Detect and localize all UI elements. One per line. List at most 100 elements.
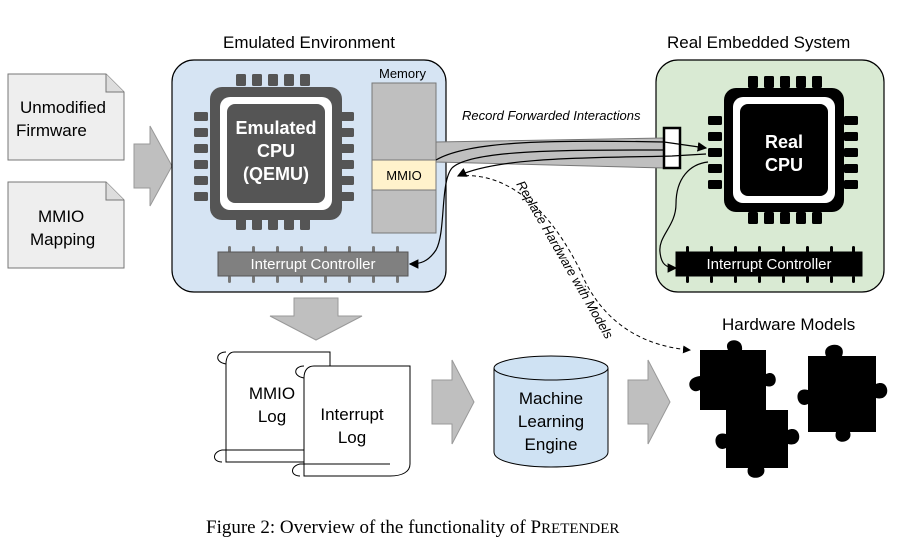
cpu-pin	[340, 128, 354, 137]
cpu-pin	[844, 148, 858, 157]
ic-pin	[228, 246, 231, 253]
caption-name-first: P	[531, 517, 542, 538]
mmio-mapping-document: MMIO Mapping	[7, 181, 125, 269]
cpu-pin	[780, 76, 790, 88]
puzzle-piece-right	[797, 344, 888, 442]
ic-pin	[758, 246, 761, 253]
ic-pin	[252, 276, 255, 283]
real-interrupt-controller: Interrupt Controller	[675, 246, 863, 283]
ic-pin	[276, 246, 279, 253]
interrupt-log-label-line1: Interrupt	[320, 405, 384, 424]
ic-pin	[324, 246, 327, 253]
mmio-log-label-line2: Log	[258, 407, 286, 426]
mapping-label-line1: MMIO	[38, 207, 84, 226]
ic-pin	[300, 276, 303, 283]
firmware-label-line1: Unmodified	[20, 98, 106, 117]
cpu-pin	[300, 218, 310, 230]
puzzle-piece-left	[689, 340, 776, 420]
ic-pin	[396, 246, 399, 253]
hardware-models-title: Hardware Models	[722, 315, 855, 334]
caption-name-rest: RETENDER	[541, 521, 619, 537]
real-cpu-label-line1: Real	[765, 132, 803, 152]
cpu-pin	[340, 112, 354, 121]
cpu-pin	[708, 116, 722, 125]
ic-pin	[710, 246, 713, 253]
cpu-pin	[748, 76, 758, 88]
engine-label-line3: Engine	[525, 435, 578, 454]
cpu-pin	[764, 212, 774, 224]
cpu-pin	[194, 160, 208, 169]
cpu-pin	[300, 74, 310, 86]
real-cpu-to-mmio-arrow	[456, 153, 707, 177]
real-cpu-label-line2: CPU	[765, 155, 803, 175]
engine-to-models-arrow	[627, 359, 671, 445]
engine-label-line2: Learning	[518, 412, 584, 431]
logs-to-engine-arrow	[431, 359, 475, 445]
figure-caption: Figure 2: Overview of the functionality …	[206, 517, 619, 538]
mmio-log-label-line1: MMIO	[249, 384, 295, 403]
to-real-ic-arrow	[659, 161, 709, 273]
emulated-cpu-chip: Emulated CPU (QEMU)	[194, 74, 354, 230]
ic-pin	[372, 246, 375, 253]
cpu-pin	[252, 218, 262, 230]
interrupt-log-label-line2: Log	[338, 428, 366, 447]
replace-hardware-label: Replace Hardware with Models	[513, 178, 616, 342]
cpu-pin	[284, 218, 294, 230]
cpu-pin	[268, 218, 278, 230]
emulated-cpu-label-line1: Emulated	[235, 118, 316, 138]
mmio-region-label: MMIO	[386, 168, 421, 183]
cpu-pin	[340, 160, 354, 169]
cpu-pin	[268, 74, 278, 86]
cpu-pin	[748, 212, 758, 224]
cpu-pin	[340, 144, 354, 153]
cpu-pin	[796, 212, 806, 224]
cpu-pin	[708, 148, 722, 157]
engine-label-line1: Machine	[519, 389, 583, 408]
cpu-pin	[194, 176, 208, 185]
emulated-interrupt-controller-label: Interrupt Controller	[250, 256, 375, 273]
cpu-pin	[252, 74, 262, 86]
real-interrupt-controller-label: Interrupt Controller	[706, 256, 831, 273]
cpu-pin	[764, 76, 774, 88]
cpu-pin	[236, 74, 246, 86]
ic-pin	[852, 276, 855, 283]
cpu-pin	[194, 144, 208, 153]
emulated-environment-title: Emulated Environment	[223, 33, 395, 52]
cpu-pin	[780, 212, 790, 224]
ic-pin	[830, 246, 833, 253]
ic-pin	[252, 246, 255, 253]
replace-hardware-arrow	[457, 175, 691, 354]
ic-pin	[348, 246, 351, 253]
ic-pin	[710, 276, 713, 283]
ic-pin	[830, 276, 833, 283]
real-system-title: Real Embedded System	[667, 33, 850, 52]
cpu-pin	[844, 180, 858, 189]
memory-label: Memory	[379, 66, 426, 81]
cpu-pin	[844, 116, 858, 125]
memory-block: Memory MMIO	[371, 66, 437, 234]
cpu-pin	[236, 218, 246, 230]
ic-pin	[806, 246, 809, 253]
caption-prefix: Figure 2: Overview of the functionality …	[206, 517, 531, 538]
cpu-pin	[194, 128, 208, 137]
ic-pin	[758, 276, 761, 283]
cpu-pin	[340, 192, 354, 201]
ic-pin	[686, 276, 689, 283]
cpu-pin	[284, 74, 294, 86]
emulated-interrupt-controller: Interrupt Controller	[217, 246, 409, 283]
input-arrow	[133, 125, 173, 207]
cpu-pin	[812, 212, 822, 224]
unmodified-firmware-document: Unmodified Firmware	[7, 73, 125, 161]
ic-pin	[734, 276, 737, 283]
ic-pin	[324, 276, 327, 283]
logs-down-arrow	[269, 297, 363, 341]
ic-pin	[372, 276, 375, 283]
ic-pin	[686, 246, 689, 253]
firmware-label-line2: Firmware	[16, 121, 87, 140]
ic-pin	[806, 276, 809, 283]
cpu-pin	[796, 76, 806, 88]
ic-pin	[734, 246, 737, 253]
cpu-pin	[708, 132, 722, 141]
cpu-pin	[194, 192, 208, 201]
